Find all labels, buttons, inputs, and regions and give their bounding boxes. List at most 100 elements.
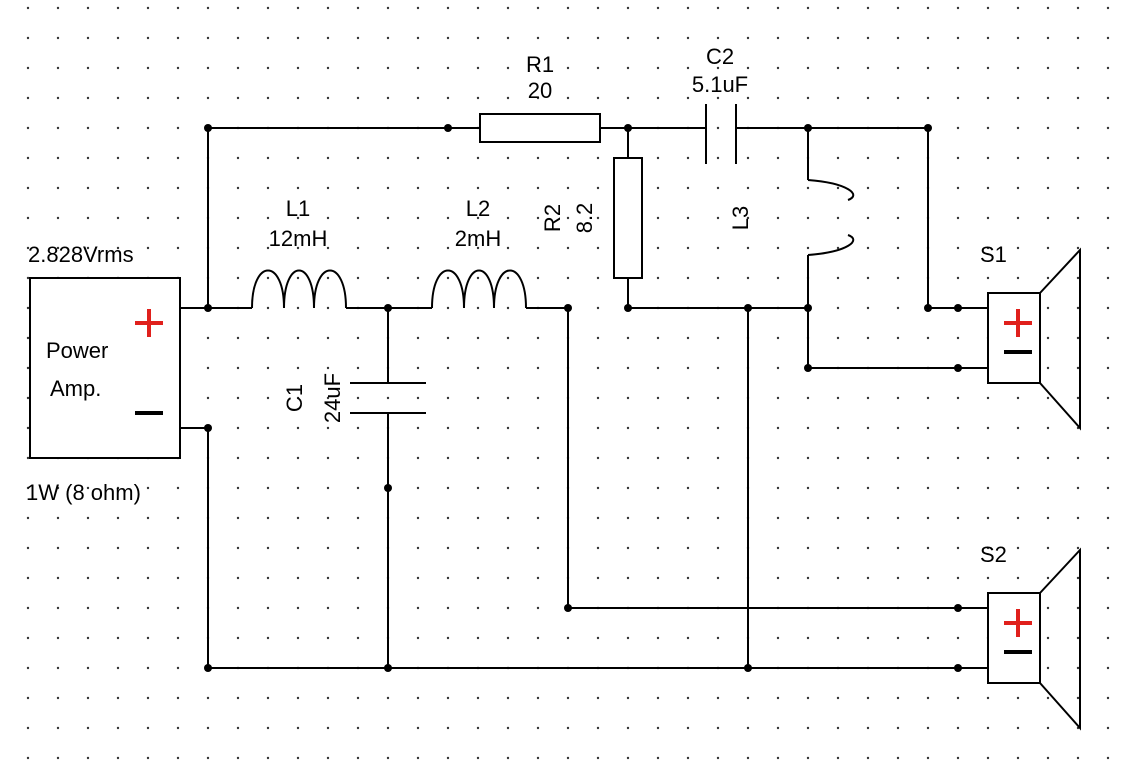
grid-dot [476,756,480,760]
grid-dot [416,66,420,70]
grid-dot [326,576,330,580]
grid-dot [266,96,270,100]
grid-dot [86,606,90,610]
grid-dot [116,246,120,250]
grid-dot [476,456,480,460]
grid-dot [956,396,960,400]
grid-dot [86,696,90,700]
grid-dot [386,726,390,730]
grid-dot [836,696,840,700]
grid-dot [506,216,510,220]
grid-dot [956,756,960,760]
grid-dot [26,366,30,370]
grid-dot [296,366,300,370]
grid-dot [116,756,120,760]
grid-dot [1046,516,1050,520]
grid-dot [746,156,750,160]
grid-dot [776,246,780,250]
grid-dot [296,246,300,250]
grid-dot [326,336,330,340]
grid-dot [26,696,30,700]
grid-dot [356,216,360,220]
node [564,604,572,612]
grid-dot [326,456,330,460]
grid-dot [806,36,810,40]
grid-dot [986,96,990,100]
grid-dot [866,396,870,400]
grid-dot [266,36,270,40]
grid-dot [386,36,390,40]
grid-dot [806,696,810,700]
grid-dot [1046,756,1050,760]
grid-dot [1106,6,1110,10]
grid-dot [716,546,720,550]
grid-dot [266,216,270,220]
grid-dot [176,156,180,160]
grid-dot [236,726,240,730]
grid-dot [536,156,540,160]
grid-dot [476,186,480,190]
grid-dot [866,696,870,700]
grid-dot [686,456,690,460]
grid-dot [746,246,750,250]
grid-dot [596,426,600,430]
grid-dot [836,246,840,250]
grid-dot [506,456,510,460]
grid-dot [1076,36,1080,40]
inductor-l1 [251,269,347,309]
grid-dot [866,216,870,220]
grid-dot [86,216,90,220]
grid-dot [176,756,180,760]
grid-dot [176,6,180,10]
grid-dot [626,36,630,40]
grid-dot [146,486,150,490]
grid-dot [476,336,480,340]
grid-dot [1106,756,1110,760]
node [804,304,812,312]
grid-dot [536,186,540,190]
grid-dot [416,756,420,760]
grid-dot [356,6,360,10]
grid-dot [596,456,600,460]
grid-dot [656,336,660,340]
grid-dot [206,36,210,40]
grid-dot [176,696,180,700]
grid-dot [536,636,540,640]
grid-dot [416,36,420,40]
grid-dot [686,396,690,400]
grid-dot [416,456,420,460]
grid-dot [1106,726,1110,730]
grid-dot [206,6,210,10]
grid-dot [1076,666,1080,670]
grid-dot [236,366,240,370]
grid-dot [656,486,660,490]
grid-dot [956,36,960,40]
grid-dot [566,66,570,70]
grid-dot [1016,426,1020,430]
grid-dot [266,426,270,430]
grid-dot [476,6,480,10]
grid-dot [866,426,870,430]
grid-dot [146,606,150,610]
grid-dot [986,576,990,580]
grid-dot [446,756,450,760]
grid-dot [416,606,420,610]
grid-dot [206,96,210,100]
grid-dot [1016,756,1020,760]
grid-dot [626,396,630,400]
grid-dot [416,726,420,730]
grid-dot [836,396,840,400]
grid-dot [1016,6,1020,10]
grid-dot [356,726,360,730]
grid-dot [596,366,600,370]
grid-dot [266,6,270,10]
grid-dot [296,36,300,40]
grid-dot [356,156,360,160]
grid-dot [296,576,300,580]
grid-dot [626,756,630,760]
grid-dot [1106,336,1110,340]
grid-dot [446,276,450,280]
resistor-r1 [479,113,601,143]
grid-dot [56,246,60,250]
